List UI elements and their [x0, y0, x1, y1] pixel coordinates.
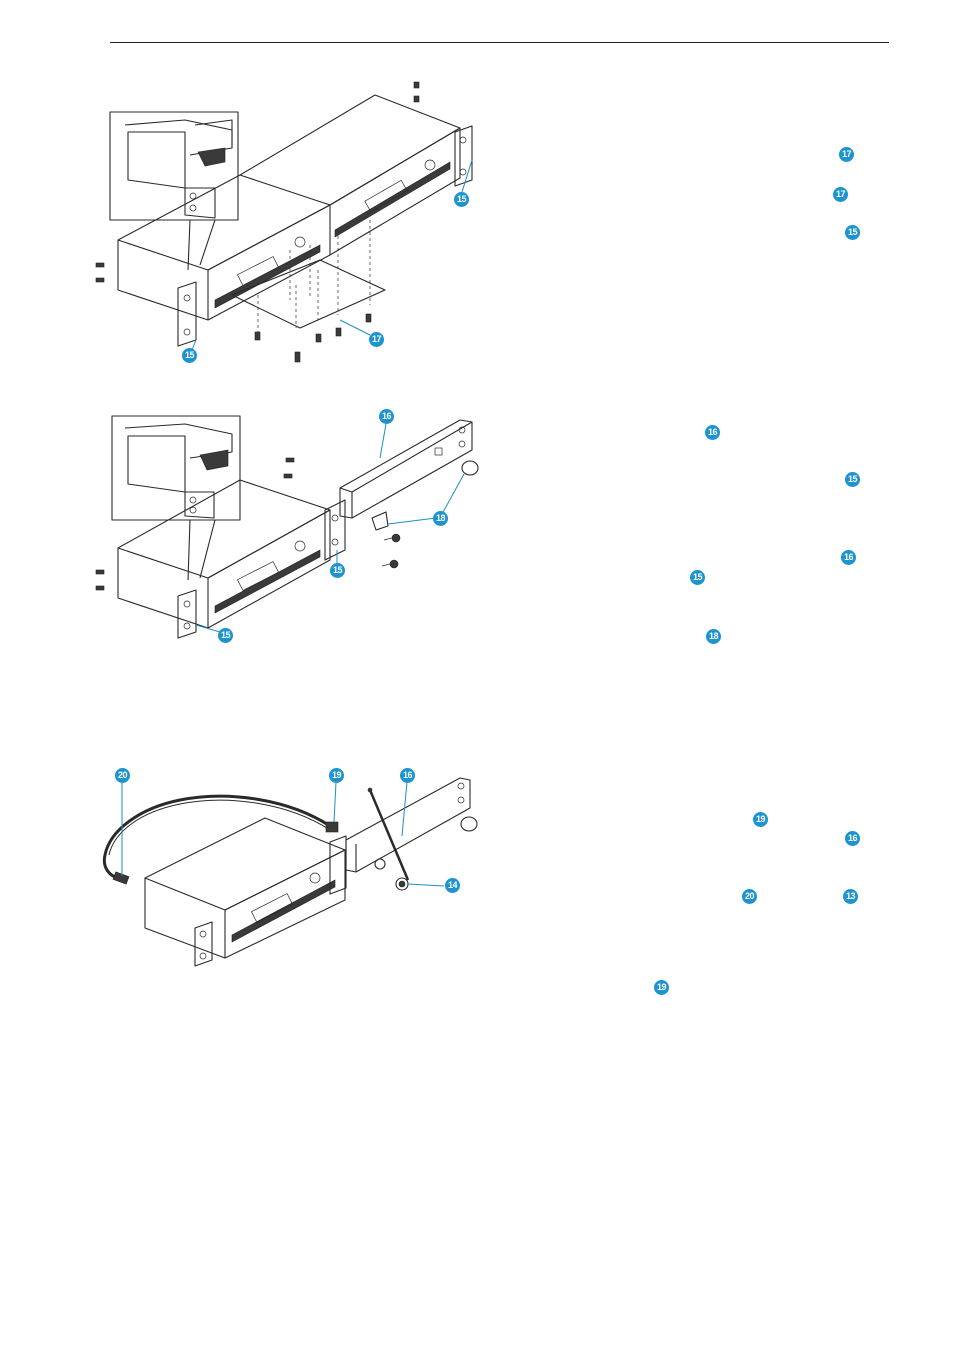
callout-16: 16	[841, 550, 856, 565]
callout-16: 16	[400, 768, 415, 783]
callout-17: 17	[369, 332, 384, 347]
callout-15: 15	[182, 348, 197, 363]
callout-15: 15	[218, 628, 233, 643]
callout-14: 14	[445, 878, 460, 893]
callout-19: 19	[654, 980, 669, 995]
callout-13: 13	[843, 889, 858, 904]
callout-19: 19	[753, 812, 768, 827]
callout-16: 16	[379, 409, 394, 424]
callout-15: 15	[454, 192, 469, 207]
callout-17: 17	[839, 147, 854, 162]
callout-15: 15	[845, 472, 860, 487]
detail-inset	[111, 415, 241, 521]
callout-18: 18	[433, 511, 448, 526]
callout-15: 15	[330, 563, 345, 578]
callout-20: 20	[742, 889, 757, 904]
header-rule	[110, 42, 889, 43]
callout-17: 17	[833, 187, 848, 202]
callout-18: 18	[706, 629, 721, 644]
callout-19: 19	[329, 768, 344, 783]
callout-15: 15	[845, 225, 860, 240]
figure-antenna-mounting	[102, 777, 478, 967]
callout-20: 20	[115, 768, 130, 783]
figure-two-units-joined	[95, 81, 473, 363]
callout-15: 15	[690, 570, 705, 585]
callout-16: 16	[705, 425, 720, 440]
detail-inset	[109, 111, 239, 221]
figure-extension-bracket	[95, 415, 479, 639]
callout-16: 16	[845, 831, 860, 846]
